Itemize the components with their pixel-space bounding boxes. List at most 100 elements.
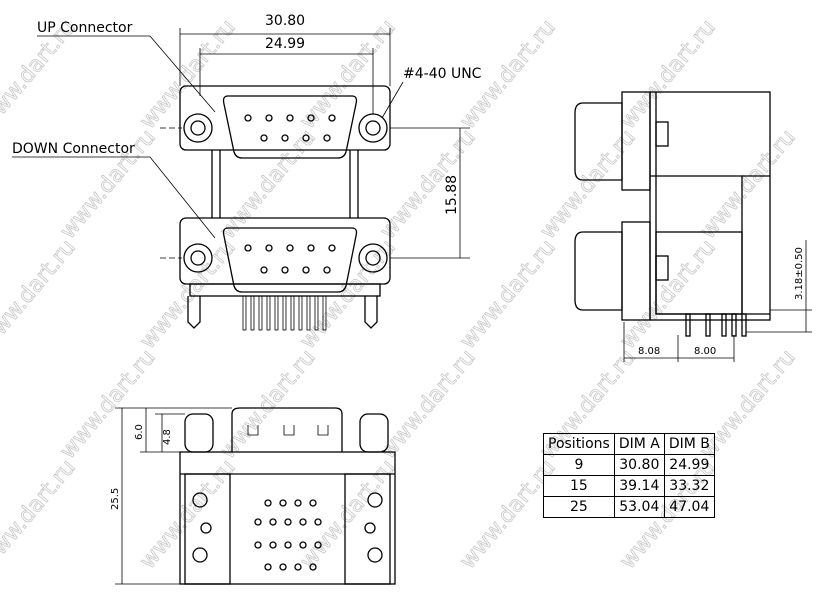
pin-hole xyxy=(309,499,317,507)
cell: 47.04 xyxy=(663,496,715,518)
mount-hole xyxy=(192,492,208,508)
pin-hole xyxy=(279,563,287,571)
pin xyxy=(286,244,294,252)
cell: 53.04 xyxy=(613,496,665,518)
pin-hole xyxy=(254,518,262,526)
bottom-h1-label: 6.0 xyxy=(134,424,145,440)
pin-hole xyxy=(284,518,292,526)
header-dim-a: DIM A xyxy=(613,433,665,455)
pitch-label: 15.88 xyxy=(444,175,460,215)
cell: 15 xyxy=(543,475,615,497)
watermark-text: www.dart.ru xyxy=(615,235,720,354)
pin xyxy=(302,266,310,274)
watermark-text: www.dart.ru xyxy=(295,15,400,134)
cell: 24.99 xyxy=(663,454,715,476)
cell: 33.32 xyxy=(663,475,715,497)
pin-hole xyxy=(264,563,272,571)
pin-hole xyxy=(309,563,317,571)
pin xyxy=(260,266,268,274)
board-lock xyxy=(364,296,378,329)
pin-hole xyxy=(269,518,277,526)
bottom-view: 25.5 6.0 4.8 xyxy=(110,407,396,585)
pin-hole xyxy=(284,541,292,549)
pin xyxy=(281,134,289,142)
board-lock xyxy=(187,296,201,329)
pin xyxy=(328,244,336,252)
standoff-label: 3.18±0.50 xyxy=(794,247,805,300)
watermark-text: www.dart.ru xyxy=(215,125,320,244)
dim-b-label: 24.99 xyxy=(265,36,305,52)
pin-hole xyxy=(314,518,322,526)
solder-pin xyxy=(258,295,263,331)
pin-hole xyxy=(264,499,272,507)
pin xyxy=(244,244,252,252)
pin xyxy=(260,134,268,142)
side-pin xyxy=(721,313,727,337)
side-pin xyxy=(685,313,691,337)
mount-hole xyxy=(367,492,383,508)
pin-hole xyxy=(299,518,307,526)
side-pin xyxy=(741,313,747,337)
watermark-text: www.dart.ru xyxy=(55,345,160,464)
pin xyxy=(328,114,336,122)
solder-pin xyxy=(298,295,303,331)
solder-pin xyxy=(242,295,247,331)
mount-hole xyxy=(192,547,208,563)
solder-pin xyxy=(306,295,311,331)
watermark-text: www.dart.ru xyxy=(135,455,240,574)
pin xyxy=(265,244,273,252)
pin xyxy=(302,134,310,142)
down-connector-label: DOWN Connector xyxy=(12,141,135,157)
pin xyxy=(281,266,289,274)
solder-pin xyxy=(322,295,327,331)
dim-a-label: 30.80 xyxy=(265,13,305,29)
watermark-text: www.dart.ru xyxy=(135,15,240,134)
front-view: 30.80 24.99 #4-40 UNC UP Connector DOWN … xyxy=(12,13,482,331)
cell: 25 xyxy=(543,496,615,518)
solder-pin xyxy=(274,295,279,331)
mount-hole xyxy=(367,547,383,563)
side-dim-1-label: 8.08 xyxy=(638,346,660,357)
pin xyxy=(244,114,252,122)
pin xyxy=(265,114,273,122)
watermark-text: www.dart.ru xyxy=(375,345,480,464)
watermark-text: www.dart.ru xyxy=(0,235,81,354)
pin-hole xyxy=(314,541,322,549)
thread-label: #4-40 UNC xyxy=(403,66,482,82)
watermark-text: www.dart.ru xyxy=(695,125,800,244)
pin-hole xyxy=(299,541,307,549)
side-pin xyxy=(731,313,737,337)
side-view: 8.08 8.00 3.18±0.50 xyxy=(574,91,812,362)
bottom-h2-label: 4.8 xyxy=(162,429,173,445)
pin xyxy=(323,266,331,274)
cell: 30.80 xyxy=(613,454,665,476)
up-connector-label: UP Connector xyxy=(37,20,133,36)
watermark-text: www.dart.ru xyxy=(455,235,560,354)
solder-pin xyxy=(266,295,271,331)
pin-hole xyxy=(279,499,287,507)
pin xyxy=(323,134,331,142)
pin-hole xyxy=(294,499,302,507)
side-pin xyxy=(705,313,711,337)
table-header-row: Positions DIM A DIM B xyxy=(543,433,715,455)
pin-hole xyxy=(254,541,262,549)
cell: 39.14 xyxy=(613,475,665,497)
pin-hole xyxy=(269,541,277,549)
peg-hole xyxy=(364,522,376,534)
solder-pin xyxy=(282,295,287,331)
watermark-text: www.dart.ru xyxy=(135,235,240,354)
header-dim-b: DIM B xyxy=(663,433,715,455)
side-dim-2-label: 8.00 xyxy=(694,346,716,357)
peg-hole xyxy=(200,522,212,534)
watermark-text: www.dart.ru xyxy=(535,125,640,244)
solder-pin xyxy=(314,295,319,331)
pin xyxy=(286,114,294,122)
cell: 9 xyxy=(543,454,615,476)
watermark-text: www.dart.ru xyxy=(295,235,400,354)
watermark-text: www.dart.ru xyxy=(375,125,480,244)
